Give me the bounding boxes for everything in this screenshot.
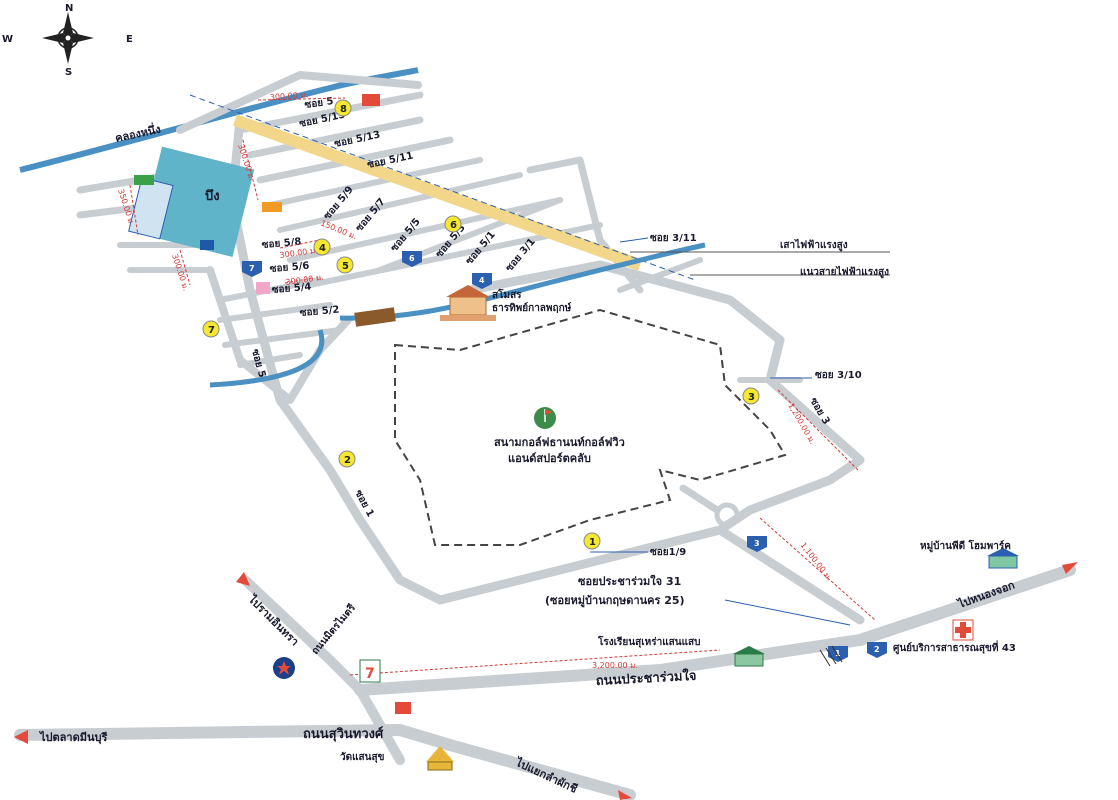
golf-course-label: สนามกอล์ฟธานนท์กอล์ฟวิว: [494, 436, 625, 449]
temple-icon: [426, 746, 454, 771]
compass-rose: N S E W: [2, 3, 133, 78]
marker-7: 7: [202, 320, 220, 338]
pond-label: บึง: [205, 188, 220, 204]
marker-1: 1: [583, 532, 601, 550]
nong-chok-arrow: [1062, 562, 1078, 574]
svg-text:4: 4: [319, 243, 326, 254]
svg-text:1: 1: [835, 649, 841, 658]
power-line-band: [232, 114, 643, 271]
shield-group: 7 6 4 3 1 2: [242, 251, 887, 662]
marker-2: 2: [338, 450, 356, 468]
svg-text:8: 8: [340, 104, 347, 115]
marker-orange-block: [262, 202, 282, 212]
marker-pink-block: [256, 282, 270, 294]
stream: [209, 242, 706, 388]
marker-red-block: [362, 94, 380, 106]
compass-e: E: [126, 34, 133, 45]
pond-area: [128, 146, 255, 257]
svg-text:3: 3: [754, 539, 760, 548]
school-label: โรงเรียนสุเหร่าแสนแสบ: [597, 635, 701, 648]
svg-text:4: 4: [479, 276, 485, 285]
shield-6: 6: [402, 251, 422, 267]
dist-7: 150.00 ม.: [319, 219, 358, 242]
golf-icon: [534, 407, 556, 429]
golf-course-boundary: [394, 308, 787, 546]
village-icon: [987, 548, 1019, 569]
pracha-ruam-jai-road: ถนนประชาร่วมใจ: [595, 667, 697, 689]
marker-darkblue-block: [200, 240, 214, 250]
marker-6: 6: [444, 215, 462, 233]
legend-power-line: แนวสายไฟฟ้าแรงสูง: [800, 265, 889, 279]
lam-phak-chi-arrow: [618, 790, 632, 800]
red-cross-icon: [952, 619, 974, 641]
svg-text:6: 6: [409, 254, 415, 263]
svg-text:7: 7: [208, 325, 215, 336]
soi31-pointer: [724, 599, 851, 626]
svg-text:7: 7: [249, 264, 255, 273]
soi31-label: ซอยประชาร่วมใจ 31: [578, 574, 681, 588]
compass-n: N: [65, 3, 73, 14]
star-logo: [273, 657, 295, 679]
shield-1: 1: [828, 646, 848, 662]
project-label-2: ธารทิพย์กาลพฤกษ์: [492, 302, 572, 314]
school-icon: [733, 646, 765, 667]
soi-3-11-pointer: [619, 237, 649, 243]
suwinthawong-road: ถนนสุวินทวงศ์: [303, 726, 384, 742]
soi-5-7: ซอย 5/7: [354, 196, 388, 234]
shield-7: 7: [242, 261, 262, 277]
svg-text:2: 2: [874, 645, 880, 654]
soi-3-11: ซอย 3/11: [650, 233, 697, 244]
ramindra-arrow: [236, 572, 250, 586]
soi-5-8: ซอย 5/8: [261, 237, 302, 251]
soi-5-2: ซอย 5/2: [299, 305, 340, 319]
marker-green-block: [134, 175, 154, 185]
brown-block: [354, 307, 396, 327]
dist-10: 3,200.00 ม.: [592, 661, 638, 670]
compass-w: W: [2, 34, 13, 45]
svg-text:6: 6: [450, 220, 457, 231]
compass-s: S: [65, 67, 72, 78]
project-building-icon: [440, 285, 496, 321]
seven-eleven-logo: 7: [359, 659, 381, 683]
soi-3-10: ซอย 3/10: [815, 370, 862, 381]
temple-label: วัดแสนสุข: [340, 751, 385, 763]
dist-1: 300.00 ม.: [270, 90, 309, 102]
shield-2: 2: [867, 642, 887, 658]
soi-5-top: ซอย 5: [304, 96, 334, 111]
shield-4: 4: [472, 273, 492, 289]
legend-power-pole: เสาไฟฟ้าแรงสูง: [780, 238, 848, 252]
canal-khlong-nueng: [19, 67, 419, 173]
svg-text:7: 7: [365, 666, 375, 682]
svg-text:2: 2: [344, 455, 351, 466]
min-buri-arrow: [14, 730, 28, 744]
soi-5-6: ซอย 5/6: [269, 261, 310, 275]
marker-4: 4: [313, 238, 331, 256]
health-center-label: ศูนย์บริการสาธารณสุขที่ 43: [893, 640, 1016, 655]
soi31-note: (ซอยหมู่บ้านกฤษดานคร 25): [545, 594, 685, 608]
soi-1-9: ซอย1/9: [650, 547, 686, 558]
dist-9: 1,100.00 ม.: [798, 541, 833, 583]
marker-3: 3: [742, 387, 760, 405]
svg-text:1: 1: [589, 537, 596, 548]
svg-text:5: 5: [342, 261, 349, 272]
left-road-label: ถนนมิตรไมตรี: [308, 601, 358, 657]
gas-logo: [395, 702, 411, 714]
golf-course-label-2: แอนด์สปอร์ตคลับ: [508, 452, 591, 465]
marker-group: 8 6 4 5 7 3 2 1: [202, 99, 760, 550]
marker-5: 5: [336, 256, 354, 274]
shield-3: 3: [747, 536, 767, 552]
project-label: สโมสร: [492, 288, 522, 301]
power-line-crossing: [819, 645, 843, 667]
svg-text:3: 3: [748, 392, 755, 403]
village-label: หมู่บ้านพีดี โฮมพาร์ค: [920, 539, 1011, 553]
min-buri-label: ไปตลาดมีนบุรี: [38, 730, 107, 745]
soi-5-4: ซอย 5/4: [271, 282, 312, 296]
marker-8: 8: [334, 99, 352, 117]
